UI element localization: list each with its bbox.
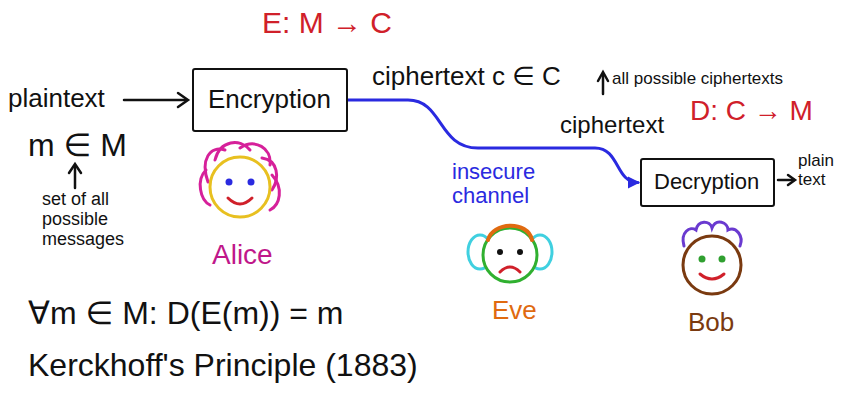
annotation: E: M → C xyxy=(262,6,392,39)
box-label: Decryption xyxy=(654,169,761,195)
bob-face xyxy=(683,222,741,294)
annotation: ciphertext xyxy=(560,112,664,138)
process-box: Encryption xyxy=(192,68,348,132)
annotation: m ∈ M xyxy=(28,128,127,163)
annotation: Bob xyxy=(688,308,734,337)
annotation: ciphertext c ∈ C xyxy=(372,62,561,91)
annotation: plain text xyxy=(798,152,836,189)
annotation: Kerckhoff's Principle (1883) xyxy=(28,348,418,383)
annotation: insecure channel xyxy=(452,160,552,208)
annotation: Alice xyxy=(212,240,273,271)
alice-face xyxy=(200,143,279,217)
annotation: all possible ciphertexts xyxy=(612,70,783,89)
annotation: ∀m ∈ M: D(E(m)) = m xyxy=(28,296,344,331)
annotation: D: C → M xyxy=(690,96,813,127)
annotation: set of all possible messages xyxy=(42,190,147,249)
box-label: Encryption xyxy=(208,84,332,115)
annotation: Eve xyxy=(492,296,537,325)
process-box: Decryption xyxy=(640,158,775,207)
annotation: plaintext xyxy=(8,84,105,113)
eve-face xyxy=(468,226,552,282)
